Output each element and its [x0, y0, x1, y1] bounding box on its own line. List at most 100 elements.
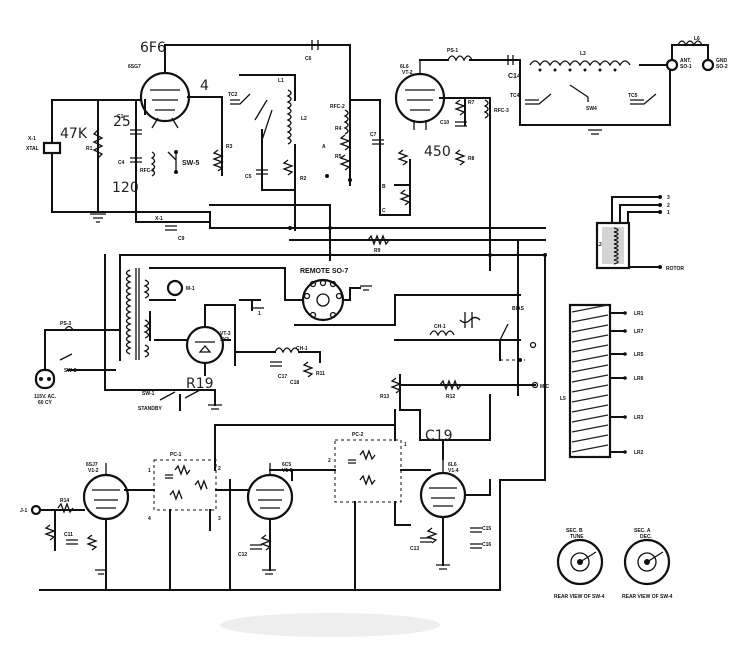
ant-label: ANT.	[680, 58, 692, 64]
handwritten-47k: 47K	[60, 126, 88, 142]
l2-tap-label: L2	[596, 242, 602, 248]
ac-label: 115V. AC.	[34, 394, 57, 400]
ps3-label: PS-3	[60, 321, 71, 327]
pc1-pin-4: 4	[148, 516, 151, 522]
pc1-box	[153, 459, 217, 511]
l1-label: L1	[278, 78, 284, 84]
handwritten-450: 450	[424, 144, 451, 160]
sw5-label: SW-5	[182, 160, 199, 167]
tube-v6-sub: V1-4	[448, 468, 459, 474]
rfc3-label: RFC-3	[494, 108, 509, 114]
pin-1: 1	[667, 210, 670, 216]
label-b: B	[382, 184, 386, 190]
c16-label: C16	[482, 542, 491, 548]
right-coils: L2 3 2 1 ROTOR L5 LR1 LR7 LR5 LR6 LR3 LR…	[560, 195, 684, 459]
c18-label: C18	[290, 380, 299, 386]
sw2-label: SW-2	[64, 368, 77, 374]
l6-label: L6	[694, 36, 700, 42]
j1-label: J-1	[20, 508, 27, 514]
tube-v5-label: 6C5	[282, 462, 291, 468]
label-a: A	[322, 144, 326, 150]
remote-label: REMOTE SO-7	[300, 268, 348, 275]
standby-label: STANDBY	[138, 406, 162, 412]
c9-label: C9	[178, 236, 185, 242]
ch1-top-label: CH-1	[296, 346, 308, 352]
tap-lr2: LR2	[634, 450, 644, 456]
pin-2: 2	[667, 203, 670, 209]
c1-label: C1	[117, 114, 124, 120]
sw4-section-a: SEC. A DEC. REAR VIEW OF SW-4	[622, 528, 673, 600]
c5-label: C5	[245, 174, 252, 180]
mic-tap: MIC	[540, 384, 550, 390]
l5-label: L5	[560, 396, 566, 402]
pc2-pin-1: 2	[328, 458, 331, 464]
r1-label: R1	[86, 146, 93, 152]
pc2-label: PC-2	[352, 432, 364, 438]
handwritten-6f6: 6F6	[140, 40, 166, 56]
handwritten-c19: C19	[425, 428, 453, 444]
tube-v1	[139, 71, 191, 123]
r11-label: R11	[316, 371, 325, 377]
rfc2-label: RFC-2	[330, 104, 345, 110]
r5-label: R5	[335, 154, 342, 160]
tube-v4-label: 6SJ7	[86, 462, 98, 468]
sec-b-title: SEC. B	[566, 528, 583, 534]
r4-label: R4	[335, 126, 342, 132]
tap-lr1: LR1	[634, 311, 644, 317]
c6-label: C6	[305, 56, 312, 62]
pc1-label: PC-1	[170, 452, 182, 458]
rfc1-label: RFC-1	[140, 168, 155, 174]
bias-label: BIAS	[512, 306, 525, 312]
c10-label: C10	[440, 120, 449, 126]
gnd-label: GND	[716, 58, 728, 64]
c7-label: C7	[370, 132, 377, 138]
c11-label: C11	[64, 532, 73, 538]
c17-label: C17	[278, 374, 287, 380]
tc2-label: TC2	[228, 92, 238, 98]
ant-sub: SO-1	[680, 64, 692, 70]
oscillator-section: X-1 XTAL R1 47K 25 120 6SG7 6F6 4 C1 C4 …	[26, 36, 728, 271]
sec-a-caption: REAR VIEW OF SW-4	[622, 594, 673, 600]
ac-sub: 60 CY	[38, 400, 53, 406]
label-c: C	[382, 208, 386, 214]
pc1-pin-2: 2	[218, 466, 221, 472]
sec-a-sub: DEC.	[640, 534, 653, 540]
tube-v4-sub: V1-2	[88, 468, 99, 474]
sw1-label: SW-1	[142, 391, 155, 397]
c14-label: C14	[508, 73, 521, 80]
sw4-label-top: SW4	[586, 106, 597, 112]
tap-lr5: LR5	[634, 352, 644, 358]
sec-b-caption: REAR VIEW OF SW-4	[554, 594, 605, 600]
r8-label: R8	[468, 156, 475, 162]
handwritten-120: 120	[112, 180, 139, 196]
gnd-sub: SO-2	[716, 64, 728, 70]
sec-a-title: SEC. A	[634, 528, 651, 534]
tap-lr7: LR7	[634, 329, 644, 335]
tube-v6	[419, 471, 467, 519]
l2-label: L2	[301, 116, 307, 122]
label-1: 1	[258, 311, 261, 317]
tube-v4	[82, 473, 130, 521]
r13-label: R13	[380, 394, 389, 400]
c15-label: C15	[482, 526, 491, 532]
sw4-section-b: SEC. B TUNE REAR VIEW OF SW-4	[554, 528, 605, 600]
paper-smudge	[220, 613, 440, 637]
r9-label: R9	[374, 248, 381, 254]
tap-lr3: LR3	[634, 415, 644, 421]
tube-v3-sub: VT-3	[220, 331, 231, 337]
power-section: M-1 VT-3 5Y3 CH-1 C17 R11 C18 PS-3 SW-2 …	[34, 254, 537, 412]
handwritten-r19: R19	[186, 376, 214, 392]
tube-v2	[394, 72, 446, 124]
handwritten-25: 25	[113, 114, 131, 130]
tube-v2-label: 6L6	[400, 64, 409, 70]
r2-label: R2	[300, 176, 307, 182]
pc2-pin-2: 1	[404, 442, 407, 448]
r3-label: R3	[226, 144, 233, 150]
middle-bus: C9 R9 X-1	[97, 211, 547, 591]
sec-b-sub: TUNE	[570, 534, 584, 540]
xtal-sub-label: XTAL	[26, 146, 39, 152]
pc1-pin-3: 3	[218, 516, 221, 522]
pc2-box	[334, 439, 402, 503]
tap-lr6: LR6	[634, 376, 644, 382]
